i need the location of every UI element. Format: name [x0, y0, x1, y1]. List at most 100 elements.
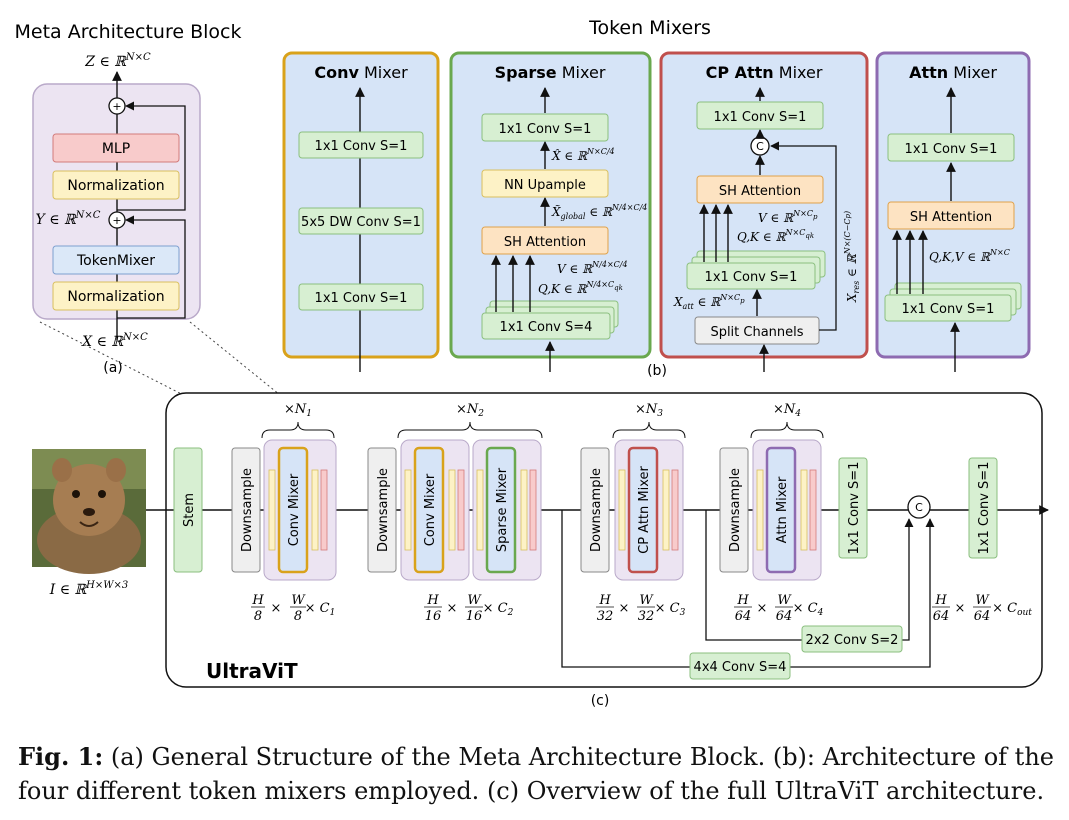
- cp-attn-mixer-title: CP Attn Mixer: [706, 63, 823, 82]
- stage4-downsample-label: Downsample: [728, 468, 743, 552]
- meta-output-label: Z ∈ ℝN×C: [84, 52, 151, 70]
- stage2-downsample-label: Downsample: [376, 468, 391, 552]
- skip-2x2-conv-box: [801, 625, 903, 653]
- normalization-top-box: [52, 170, 180, 200]
- token-mixers-title: Token Mixers: [588, 17, 711, 39]
- skip-2x2-conv-label: 2x2 Conv S=2: [806, 633, 899, 648]
- final-conv-label: 1x1 Conv S=1: [977, 462, 992, 555]
- mixers-caption-label: (b): [647, 363, 667, 379]
- meta-architecture-block: Z ∈ ℝN×C + + MLP Normalization Y ∈ ℝN×C …: [32, 52, 201, 376]
- svg-text:+: +: [112, 100, 121, 113]
- attn-conv-stack-label: 1x1 Conv S=1: [902, 302, 995, 317]
- post-stage4-conv-box: [838, 457, 868, 559]
- stage1-downsample-box: [231, 447, 261, 573]
- attn-mixer-panel: Attn Mixer 1x1 Conv S=1 SH Attention 1x1…: [875, 51, 1031, 372]
- skip-4x4-conv-label: 4x4 Conv S=4: [694, 660, 787, 675]
- normalization-top-label: Normalization: [67, 178, 164, 194]
- stage1-reps: ×N1: [284, 402, 312, 419]
- stage3-cp-attn-mixer: [627, 446, 659, 574]
- stage1-conv-mixer: [277, 446, 309, 574]
- ultravit-overview: UltraViT (c) I ∈ ℝH×W×3 Stem Downsample …: [32, 392, 1049, 709]
- attn-sh-attention-label: SH Attention: [910, 210, 992, 225]
- stage1-conv-mixer-label: Conv Mixer: [287, 473, 302, 546]
- sparse-conv-s4-label: 1x1 Conv S=4: [500, 320, 593, 335]
- sparse-mixer-title: Sparse Mixer: [495, 63, 606, 82]
- stage2-sparse-mixer-label: Sparse Mixer: [495, 467, 510, 552]
- stage4-reps: ×N4: [773, 402, 801, 419]
- figure-caption-label: Fig. 1:: [18, 742, 104, 771]
- stage2-conv-mixer-label: Conv Mixer: [423, 473, 438, 546]
- cp-attn-mixer-panel: CP Attn Mixer Split Channels 1x1 Conv S=…: [647, 51, 869, 379]
- stage3-downsample-label: Downsample: [589, 468, 604, 552]
- stem-label: Stem: [182, 493, 197, 527]
- final-concat-node: [907, 495, 931, 519]
- ultravit-caption-label: (c): [591, 693, 610, 709]
- attn-conv-top-box: [887, 133, 1015, 162]
- ultravit-name: UltraViT: [206, 659, 298, 683]
- mlp-box: [52, 133, 180, 163]
- cp-split-channels-label: Split Channels: [710, 325, 803, 340]
- conv-mixer-title: Conv Mixer: [314, 63, 408, 82]
- add-node-middle: [108, 211, 126, 229]
- conv-mixer-box-2-label: 5x5 DW Conv S=1: [301, 215, 421, 230]
- token-mixer-box: [52, 245, 180, 275]
- figure-caption: Fig. 1: (a) General Structure of the Met…: [18, 740, 1058, 808]
- meta-input-label: X ∈ ℝN×C: [81, 332, 148, 350]
- stage3-cp-attn-mixer-label: CP Attn Mixer: [637, 465, 652, 553]
- stage2-conv-mixer: [413, 446, 445, 574]
- final-concat-label: C: [915, 501, 923, 514]
- sparse-sh-attention-box: [481, 226, 609, 255]
- stage3-downsample-box: [580, 447, 610, 573]
- architecture-diagram: Meta Architecture Block Token Mixers Z ∈…: [15, 17, 1049, 709]
- attn-mixer-title: Attn Mixer: [909, 63, 997, 82]
- cp-sh-attention-box: [696, 175, 824, 204]
- attn-conv-top-label: 1x1 Conv S=1: [905, 142, 998, 157]
- sparse-sh-attention-label: SH Attention: [504, 235, 586, 250]
- sparse-conv-s1-label: 1x1 Conv S=1: [499, 122, 592, 137]
- figure-caption-text: (a) General Structure of the Meta Archit…: [18, 743, 1054, 805]
- stage1-downsample-label: Downsample: [240, 468, 255, 552]
- stage2-sparse-mixer: [485, 446, 517, 574]
- conv-mixer-panel: Conv Mixer 1x1 Conv S=1 5x5 DW Conv S=1 …: [282, 51, 440, 372]
- svg-text:+: +: [112, 214, 121, 227]
- sparse-mixer-panel: Sparse Mixer 1x1 Conv S=4 SH Attention N…: [449, 51, 652, 372]
- conv-mixer-box-1-label: 1x1 Conv S=1: [315, 139, 408, 154]
- attn-qkv-annotation: Q,K,V ∈ ℝN×C: [929, 248, 1010, 264]
- stage2-downsample-box: [367, 447, 397, 573]
- conv-mixer-box-1: [298, 131, 424, 159]
- sparse-conv-s4-box: [481, 312, 611, 340]
- cp-concat-label: C: [756, 140, 764, 153]
- normalization-bottom-box: [52, 281, 180, 311]
- mlp-label: MLP: [102, 141, 130, 157]
- sparse-nn-upsample-label: NN Upample: [504, 178, 586, 193]
- stage3-reps: ×N3: [635, 402, 663, 419]
- cp-conv-top-label: 1x1 Conv S=1: [714, 110, 807, 125]
- conv-mixer-box-3: [298, 283, 424, 311]
- conv-mixer-box-3-label: 1x1 Conv S=1: [315, 291, 408, 306]
- input-shape-label: I ∈ ℝH×W×3: [49, 580, 129, 598]
- stage4-downsample-box: [719, 447, 749, 573]
- cp-conv-top-box: [696, 101, 824, 130]
- stage4-attn-mixer: [765, 446, 797, 574]
- stem-box: [173, 447, 203, 573]
- conv-mixer-box-2: [298, 207, 424, 235]
- cp-conv-stack-box: [686, 262, 816, 290]
- post-stage4-conv-label: 1x1 Conv S=1: [847, 462, 862, 555]
- input-image: [32, 449, 146, 574]
- stage4-attn-mixer-label: Attn Mixer: [775, 476, 790, 543]
- attn-conv-stack-box: [884, 294, 1012, 322]
- normalization-bottom-label: Normalization: [67, 289, 164, 305]
- cp-sh-attention-label: SH Attention: [719, 184, 801, 199]
- stage2-reps: ×N2: [456, 402, 484, 419]
- final-conv-box: [968, 457, 998, 559]
- add-node-top: [108, 97, 126, 115]
- skip-4x4-conv-box: [689, 652, 791, 680]
- token-mixer-label: TokenMixer: [76, 253, 155, 269]
- sparse-conv-s1-box: [481, 113, 609, 142]
- attn-sh-attention-box: [887, 201, 1015, 230]
